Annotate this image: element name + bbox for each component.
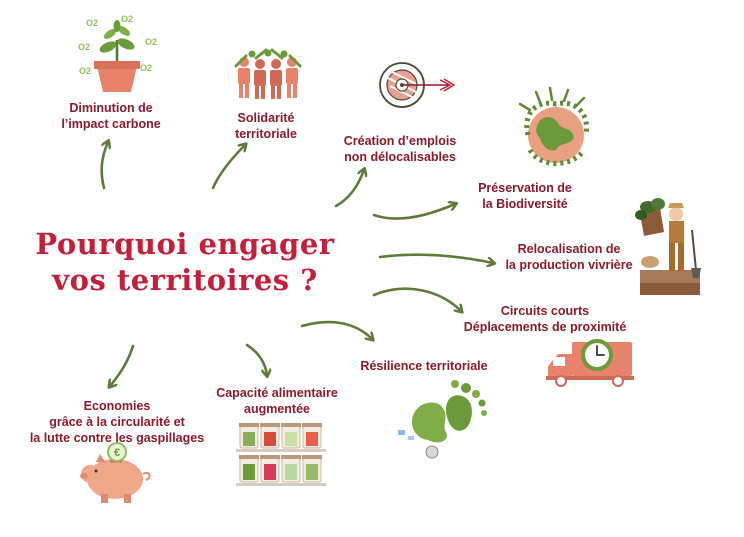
node-biodiversite: Préservation de la Biodiversité: [470, 180, 580, 212]
node-resilience: Résilience territoriale: [354, 358, 494, 374]
node-biodiversite-line-2: la Biodiversité: [482, 197, 568, 211]
node-solidarite: Solidarité territoriale: [222, 110, 310, 142]
farmer-icon: [635, 198, 701, 295]
node-alimentaire: Capacité alimentaire augmentée: [212, 385, 342, 417]
piggy-bank-icon: [80, 442, 151, 503]
o2-mark: O2: [86, 18, 98, 28]
node-economies: Economies grâce à la circularité et la l…: [22, 398, 212, 446]
node-carbone: Diminution de l’impact carbone: [52, 100, 170, 132]
o2-mark: O2: [145, 37, 157, 47]
title-line-2: vos territoires ?: [52, 263, 318, 297]
node-biodiversite-line-1: Préservation de: [478, 181, 572, 195]
arrow-to-resilience: [300, 320, 372, 339]
central-title: Pourquoi engager vos territoires ?: [30, 226, 340, 298]
node-circuits-line-1: Circuits courts: [500, 304, 590, 318]
people-solidarity-icon: [234, 48, 302, 99]
node-economies-line-3: la lutte contre les gaspillages: [29, 431, 205, 445]
node-alimentaire-line-1: Capacité alimentaire: [216, 386, 338, 400]
node-economies-line-2: grâce à la circularité et: [49, 415, 185, 429]
node-circuits: Circuits courts Déplacements de proximit…: [462, 303, 628, 335]
arrow-to-solidarite: [211, 145, 245, 190]
arrow-to-carbone: [100, 142, 108, 190]
node-relocalisation-line-2: la production vivrière: [505, 258, 633, 272]
truck-clock-icon: [546, 339, 634, 387]
o2-mark: O2: [79, 66, 91, 76]
node-solidarite-line-1: Solidarité: [237, 111, 295, 125]
node-carbone-line-2: l’impact carbone: [61, 117, 161, 131]
o2-mark: O2: [121, 14, 133, 24]
o2-mark: O2: [78, 42, 90, 52]
node-circuits-line-2: Déplacements de proximité: [463, 320, 627, 334]
jars-icon: [236, 423, 326, 486]
node-solidarite-line-2: territoriale: [235, 127, 297, 141]
node-emplois-line-2: non délocalisables: [344, 150, 456, 164]
node-alimentaire-line-2: augmentée: [244, 402, 310, 416]
coin-mark: €: [114, 447, 120, 459]
node-resilience-line-1: Résilience territoriale: [360, 359, 488, 373]
earth-icon: [518, 86, 590, 166]
node-relocalisation-line-1: Relocalisation de: [517, 242, 621, 256]
target-icon: [379, 62, 456, 108]
node-relocalisation: Relocalisation de la production vivrière: [500, 241, 638, 273]
arrow-to-economies: [110, 344, 135, 386]
title-line-1: Pourquoi engager: [35, 227, 335, 261]
arrow-to-circuits: [372, 287, 461, 311]
arrow-to-relocalisation: [378, 253, 493, 263]
node-emplois-line-1: Création d’emplois: [343, 134, 457, 148]
footprint-icon: [398, 380, 487, 459]
arrow-to-alimentaire: [245, 343, 267, 375]
o2-mark: O2: [140, 63, 152, 73]
plant-pot-icon: [94, 20, 140, 92]
node-emplois: Création d’emplois non délocalisables: [338, 133, 462, 165]
arrow-to-biodiversite: [372, 204, 455, 220]
arrow-to-emplois: [334, 170, 364, 208]
node-carbone-line-1: Diminution de: [69, 101, 153, 115]
node-economies-line-1: Economies: [83, 399, 151, 413]
